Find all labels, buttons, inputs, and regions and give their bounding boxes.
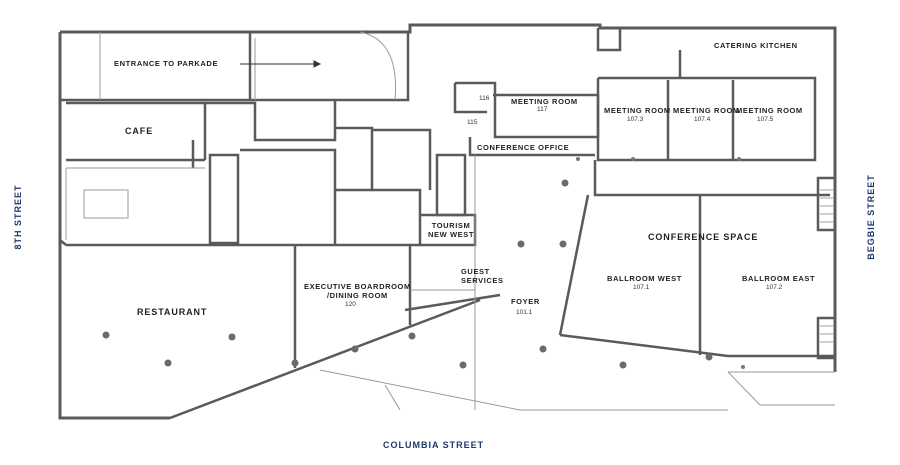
label-restaurant: RESTAURANT xyxy=(137,307,208,317)
outer-walls xyxy=(58,23,837,420)
label-entrance-parkade: ENTRANCE TO PARKADE xyxy=(114,59,219,68)
label-conference-space: CONFERENCE SPACE xyxy=(648,232,759,242)
parkade-arrow xyxy=(240,60,322,68)
number-meeting-room-1075: 107.5 xyxy=(757,116,774,123)
label-meeting-room-1075: MEETING ROOM xyxy=(736,106,803,115)
label-cafe: CAFE xyxy=(125,126,154,136)
label-meeting-room-1073: MEETING ROOM xyxy=(604,106,671,115)
label-conference-office: CONFERENCE OFFICE xyxy=(477,143,570,152)
label-ballroom-east: BALLROOM EAST xyxy=(742,274,816,283)
number-executive-boardroom: 120 xyxy=(345,301,356,308)
number-room-115: 115 xyxy=(467,119,478,126)
label-foyer: FOYER xyxy=(511,297,540,306)
thin-lines xyxy=(65,31,835,411)
interior-walls xyxy=(58,28,837,420)
ticks xyxy=(576,157,745,369)
number-meeting-room-1074: 107.4 xyxy=(694,116,711,123)
street-label-8th: 8TH STREET xyxy=(13,184,23,250)
street-label-columbia: COLUMBIA STREET xyxy=(383,440,485,450)
columns xyxy=(102,179,713,369)
stair-hatching xyxy=(820,189,833,343)
street-label-begbie: BEGBIE STREET xyxy=(866,174,876,260)
number-ballroom-west: 107.1 xyxy=(633,284,650,291)
number-meeting-room-1073: 107.3 xyxy=(627,116,644,123)
number-foyer: 101.1 xyxy=(516,309,533,316)
number-meeting-room-117: 117 xyxy=(537,106,548,113)
label-executive-boardroom: EXECUTIVE BOARDROOM /DINING ROOM xyxy=(304,282,411,301)
label-meeting-room-117: MEETING ROOM xyxy=(511,97,578,106)
number-room-116: 116 xyxy=(479,95,490,102)
label-tourism-new-west: TOURISM NEW WEST xyxy=(428,221,475,240)
label-catering-kitchen: CATERING KITCHEN xyxy=(714,41,798,50)
label-guest-services: GUEST SERVICES xyxy=(461,267,504,286)
label-meeting-room-1074: MEETING ROOM xyxy=(673,106,740,115)
number-ballroom-east: 107.2 xyxy=(766,284,783,291)
label-ballroom-west: BALLROOM WEST xyxy=(607,274,682,283)
